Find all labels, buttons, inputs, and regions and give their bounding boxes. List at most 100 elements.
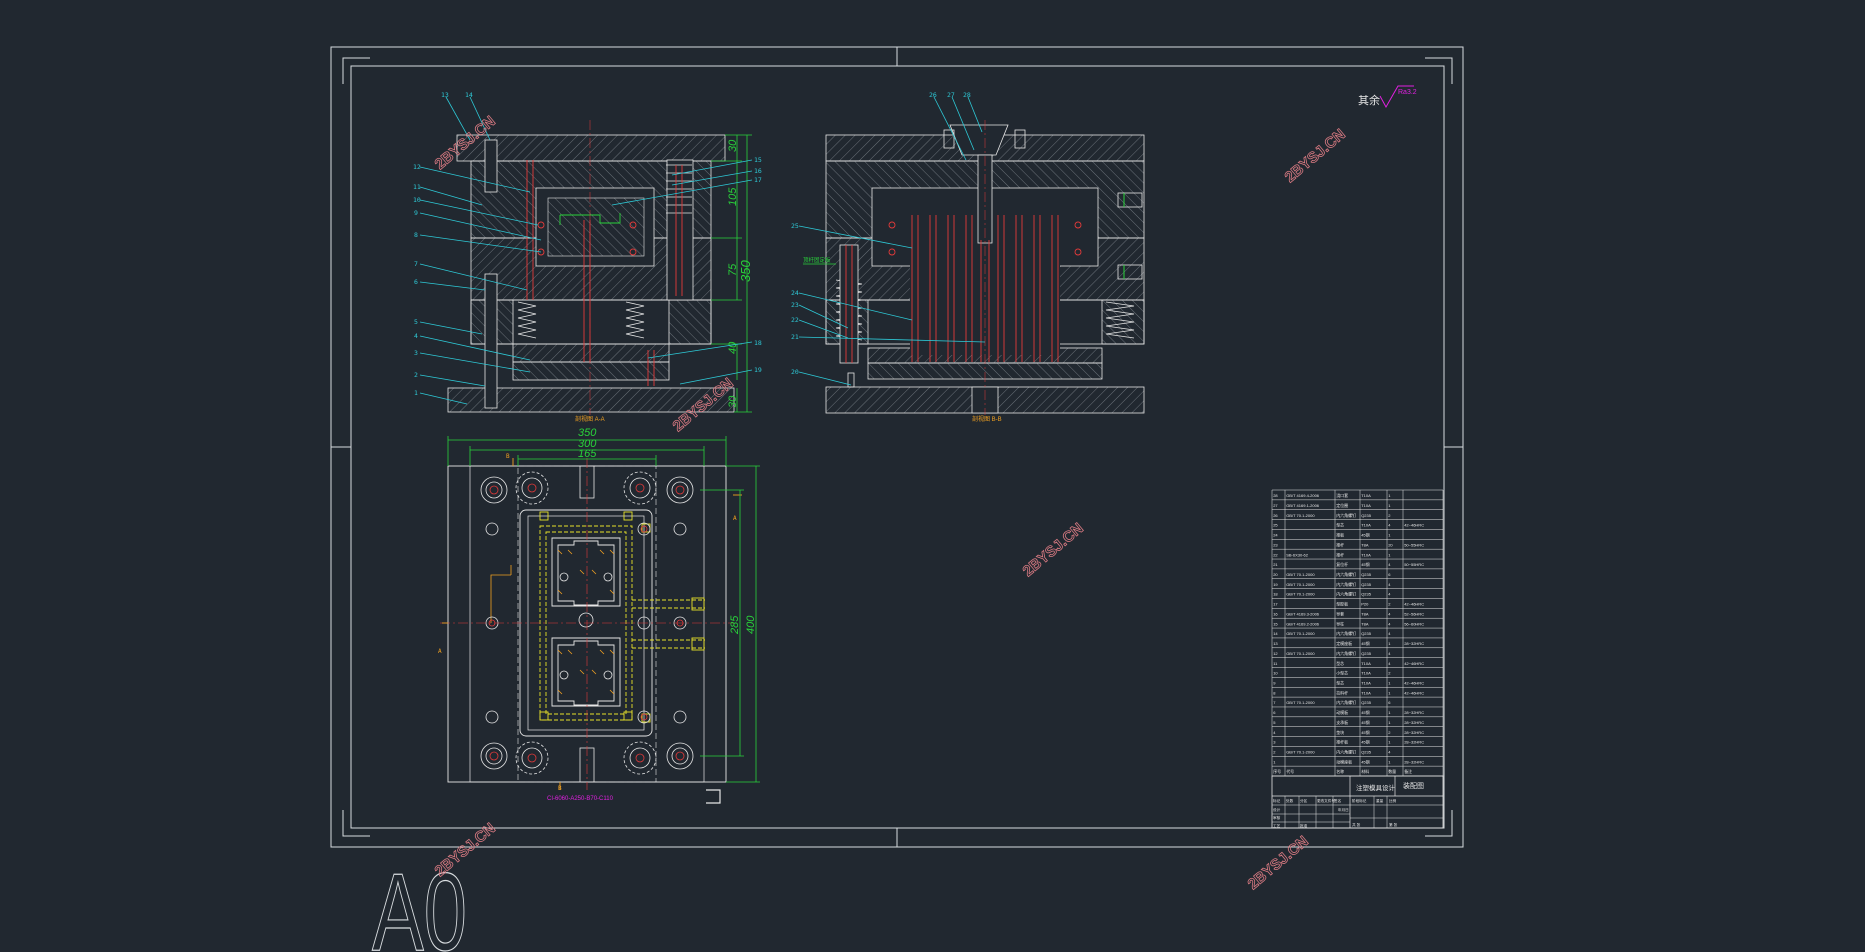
parts-row-12-mat: Q235 [1361, 651, 1372, 656]
callout-8: 8 [414, 231, 418, 239]
parts-row-6-note: 28~32HRC [1404, 710, 1424, 715]
parts-row-14-no: 14 [1273, 631, 1278, 636]
parts-row-7-std: GB/T 70.1-2000 [1286, 700, 1315, 705]
dim-aa-40: 40 [727, 341, 739, 354]
parts-row-21-no: 21 [1273, 562, 1278, 567]
parts-row-17-name: 型腔板 [1336, 601, 1348, 607]
tb-left-7: 审核 [1273, 815, 1281, 820]
parts-row-28-std: GB/T 4169.4-2006 [1286, 493, 1320, 498]
callout-1: 1 [414, 389, 418, 397]
parts-row-11-qty: 4 [1388, 661, 1391, 666]
parts-row-13-note: 28~32HRC [1404, 641, 1424, 646]
parts-row-6-name: 动模板 [1336, 709, 1348, 715]
callout-18: 18 [754, 339, 762, 347]
parts-row-7-name: 内六角螺钉 [1336, 699, 1356, 705]
parts-row-21-name: 复位杆 [1336, 561, 1348, 567]
plan-caption: CI-6060-A250-B70-C110 [547, 796, 614, 802]
parts-row-9-mat: T10A [1361, 680, 1371, 685]
parts-row-15-qty: 4 [1388, 621, 1391, 626]
parts-row-28-no: 28 [1273, 493, 1278, 498]
roughness-text: 其余 [1358, 93, 1380, 107]
parts-row-8-mat: T10A [1361, 690, 1371, 695]
parts-row-25-no: 25 [1273, 523, 1278, 528]
parts-row-2-no: 2 [1273, 750, 1276, 755]
callout-13: 13 [441, 91, 449, 99]
parts-row-24-mat: 45钢 [1361, 532, 1369, 538]
callout-17: 17 [754, 176, 762, 184]
parts-row-14-mat: Q235 [1361, 631, 1372, 636]
tb-right-0: 阶段标记 [1352, 798, 1367, 803]
watermark-6: 2BYSJ.CN [1245, 833, 1312, 893]
parts-row-25-qty: 4 [1388, 523, 1391, 528]
parts-row-6-qty: 1 [1388, 710, 1391, 715]
parts-row-11-mat: T10A [1361, 661, 1371, 666]
parts-row-17-note: 42~46HRC [1404, 602, 1424, 607]
parts-row-10-mat: T10A [1361, 671, 1371, 676]
parts-row-4-note: 28~32HRC [1404, 730, 1424, 735]
parts-row-15-std: GB/T 4169.2-2006 [1286, 621, 1320, 626]
title-block: 注塑模具设计 装配图 标记 处数 分区 更改文件号 签名 年月日 设计 审核 工… [1271, 775, 1444, 829]
parts-row-21-qty: 4 [1388, 562, 1391, 567]
parts-row-23-name: 推杆 [1336, 541, 1344, 547]
parts-row-24-qty: 1 [1388, 533, 1391, 538]
callout-24: 24 [791, 289, 799, 297]
dim-plan-285: 285 [729, 615, 741, 635]
parts-header-mat: 材料 [1361, 768, 1369, 774]
callout-26: 26 [929, 91, 937, 99]
parts-row-13-qty: 1 [1388, 641, 1391, 646]
roughness-symbol: 其余 Ra3.2 [1358, 85, 1417, 109]
parts-row-27-no: 27 [1273, 503, 1278, 508]
dim-aa-30-top: 30 [727, 139, 739, 152]
dim-plan-165: 165 [578, 448, 597, 460]
parts-row-3-no: 3 [1273, 740, 1276, 745]
callout-9: 9 [414, 209, 418, 217]
parts-row-18-mat: Q235 [1361, 592, 1372, 597]
parts-row-1-qty: 1 [1388, 759, 1391, 764]
dim-plan-400: 400 [745, 615, 757, 634]
parts-row-2-name: 内六角螺钉 [1336, 749, 1356, 755]
parts-row-14-name: 内六角螺钉 [1336, 630, 1356, 636]
dim-aa-30-bottom: 30 [727, 395, 739, 408]
parts-row-1-name: 动模座板 [1336, 758, 1352, 764]
callout-27: 27 [947, 91, 955, 99]
section-mark-a-right: A [733, 515, 737, 522]
callout-10: 10 [413, 196, 421, 204]
parts-row-19-name: 内六角螺钉 [1336, 581, 1356, 587]
parts-row-13-name: 定模座板 [1336, 640, 1352, 646]
section-bb-view: 26 27 28 25 24 23 22 21 20 顶杆固定板 剖视图 B-B [791, 91, 1145, 423]
parts-row-4-qty: 2 [1388, 730, 1391, 735]
callout-28: 28 [963, 91, 971, 99]
callout-3: 3 [414, 349, 418, 357]
tb-right-4: 第 张 [1389, 822, 1398, 827]
callout-19: 19 [754, 366, 762, 374]
parts-row-4-mat: 45钢 [1361, 729, 1369, 735]
parts-row-2-mat: Q235 [1361, 750, 1372, 755]
dim-aa-105: 105 [727, 187, 739, 206]
dim-plan-300: 300 [578, 438, 597, 450]
title-block-title: 注塑模具设计 [1356, 783, 1396, 792]
parts-row-1-note: 28~32HRC [1404, 759, 1424, 764]
parts-row-23-qty: 20 [1388, 542, 1393, 547]
parts-row-25-mat: T10A [1361, 523, 1371, 528]
parts-row-1-mat: 45钢 [1361, 758, 1369, 764]
callout-6: 6 [414, 278, 418, 286]
callout-21: 21 [791, 333, 799, 341]
parts-row-8-name: 拉料杆 [1336, 689, 1348, 695]
dim-aa-350: 350 [738, 260, 753, 282]
parts-row-28-qty: 1 [1388, 493, 1391, 498]
parts-row-17-mat: P20 [1361, 602, 1369, 607]
parts-row-24-name: 推板 [1336, 532, 1344, 538]
callout-5: 5 [414, 318, 418, 326]
tb-right-3: 共 张 [1352, 822, 1361, 827]
parts-row-18-qty: 4 [1388, 592, 1391, 597]
tb-right-2: 比例 [1389, 798, 1397, 803]
section-mark-b-top: B [506, 453, 510, 460]
parts-row-3-qty: 1 [1388, 740, 1391, 745]
parts-row-3-note: 28~32HRC [1404, 740, 1424, 745]
parts-row-12-qty: 4 [1388, 651, 1391, 656]
parts-row-12-name: 内六角螺钉 [1336, 650, 1356, 656]
parts-row-10-no: 10 [1273, 671, 1278, 676]
parts-row-8-no: 8 [1273, 690, 1276, 695]
parts-row-20-std: GB/T 70.1-2000 [1286, 572, 1315, 577]
